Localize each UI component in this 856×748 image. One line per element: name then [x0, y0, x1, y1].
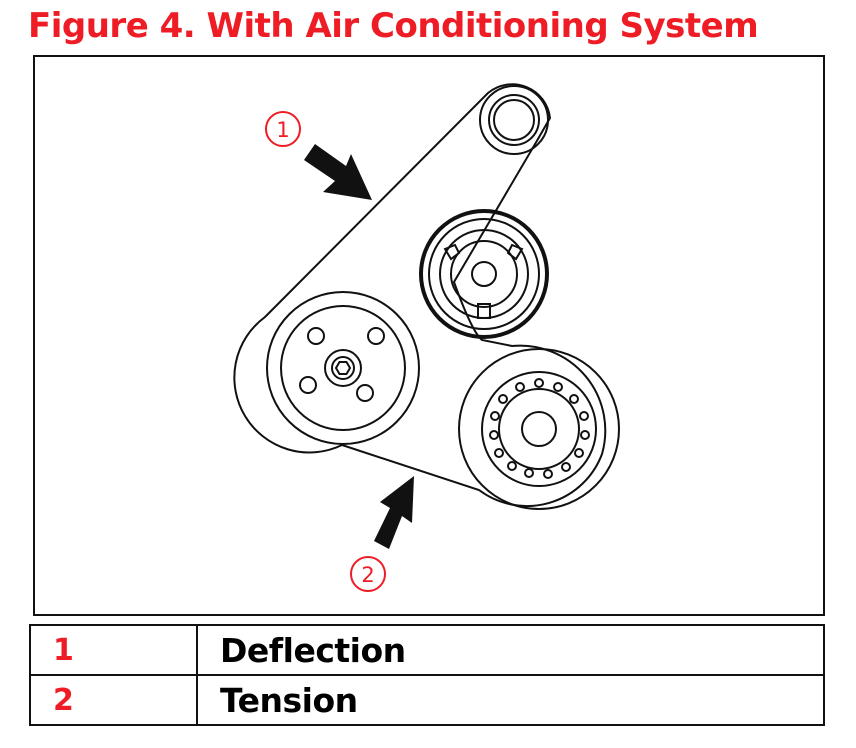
idler-pulley [479, 85, 549, 155]
legend-number: 1 [29, 624, 198, 676]
drive-belt [233, 83, 607, 508]
crankshaft-pulley [266, 291, 420, 445]
legend-row: 2 Tension [29, 674, 825, 726]
callout-2-number: 2 [361, 563, 374, 587]
legend-label: Deflection [196, 624, 825, 676]
belt-diagram: 1 2 [33, 55, 825, 616]
callout-2-marker: 2 [350, 556, 386, 592]
figure-title: Figure 4. With Air Conditioning System [28, 6, 759, 46]
callout-1-number: 1 [276, 118, 289, 142]
tension-arrow [374, 476, 414, 549]
tensioner-pulley [419, 209, 549, 339]
legend-number: 2 [29, 674, 198, 726]
legend-table: 1 Deflection 2 Tension [29, 624, 825, 726]
legend-row: 1 Deflection [29, 624, 825, 676]
deflection-arrow [304, 144, 372, 200]
ac-compressor-pulley [458, 348, 620, 510]
belt-routing-drawing: 1 2 [233, 83, 620, 592]
callout-1-marker: 1 [265, 111, 301, 147]
legend-label: Tension [196, 674, 825, 726]
